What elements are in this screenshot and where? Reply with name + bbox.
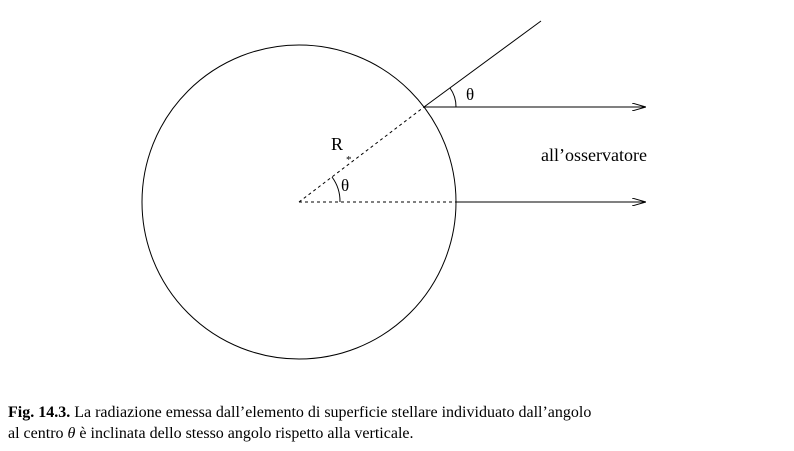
angle-arc-center (331, 176, 341, 203)
radius-subscript: * (346, 154, 352, 166)
radius-label: R (331, 134, 343, 154)
caption-prefix: Fig. 14.3. (8, 404, 71, 421)
caption-line-1: Fig. 14.3. La radiazione emessa dall’ele… (8, 402, 788, 423)
radius-line (298, 106, 425, 203)
angle-label-center: θ (341, 176, 349, 195)
figure-caption: Fig. 14.3. La radiazione emessa dall’ele… (8, 402, 788, 444)
angle-arc-outer (449, 87, 457, 108)
caption-line-2: al centro θ è inclinata dello stesso ang… (8, 423, 788, 444)
caption-theta: θ (67, 425, 76, 442)
surface-normal-line (423, 20, 542, 108)
caption-line1-text: La radiazione emessa dall’elemento di su… (70, 404, 592, 421)
caption-line2-after: è inclinata dello stesso angolo rispetto… (75, 425, 414, 442)
angle-label-outer: θ (466, 85, 474, 104)
caption-line2-before: al centro (8, 425, 68, 442)
observer-label: all’osservatore (541, 145, 647, 165)
